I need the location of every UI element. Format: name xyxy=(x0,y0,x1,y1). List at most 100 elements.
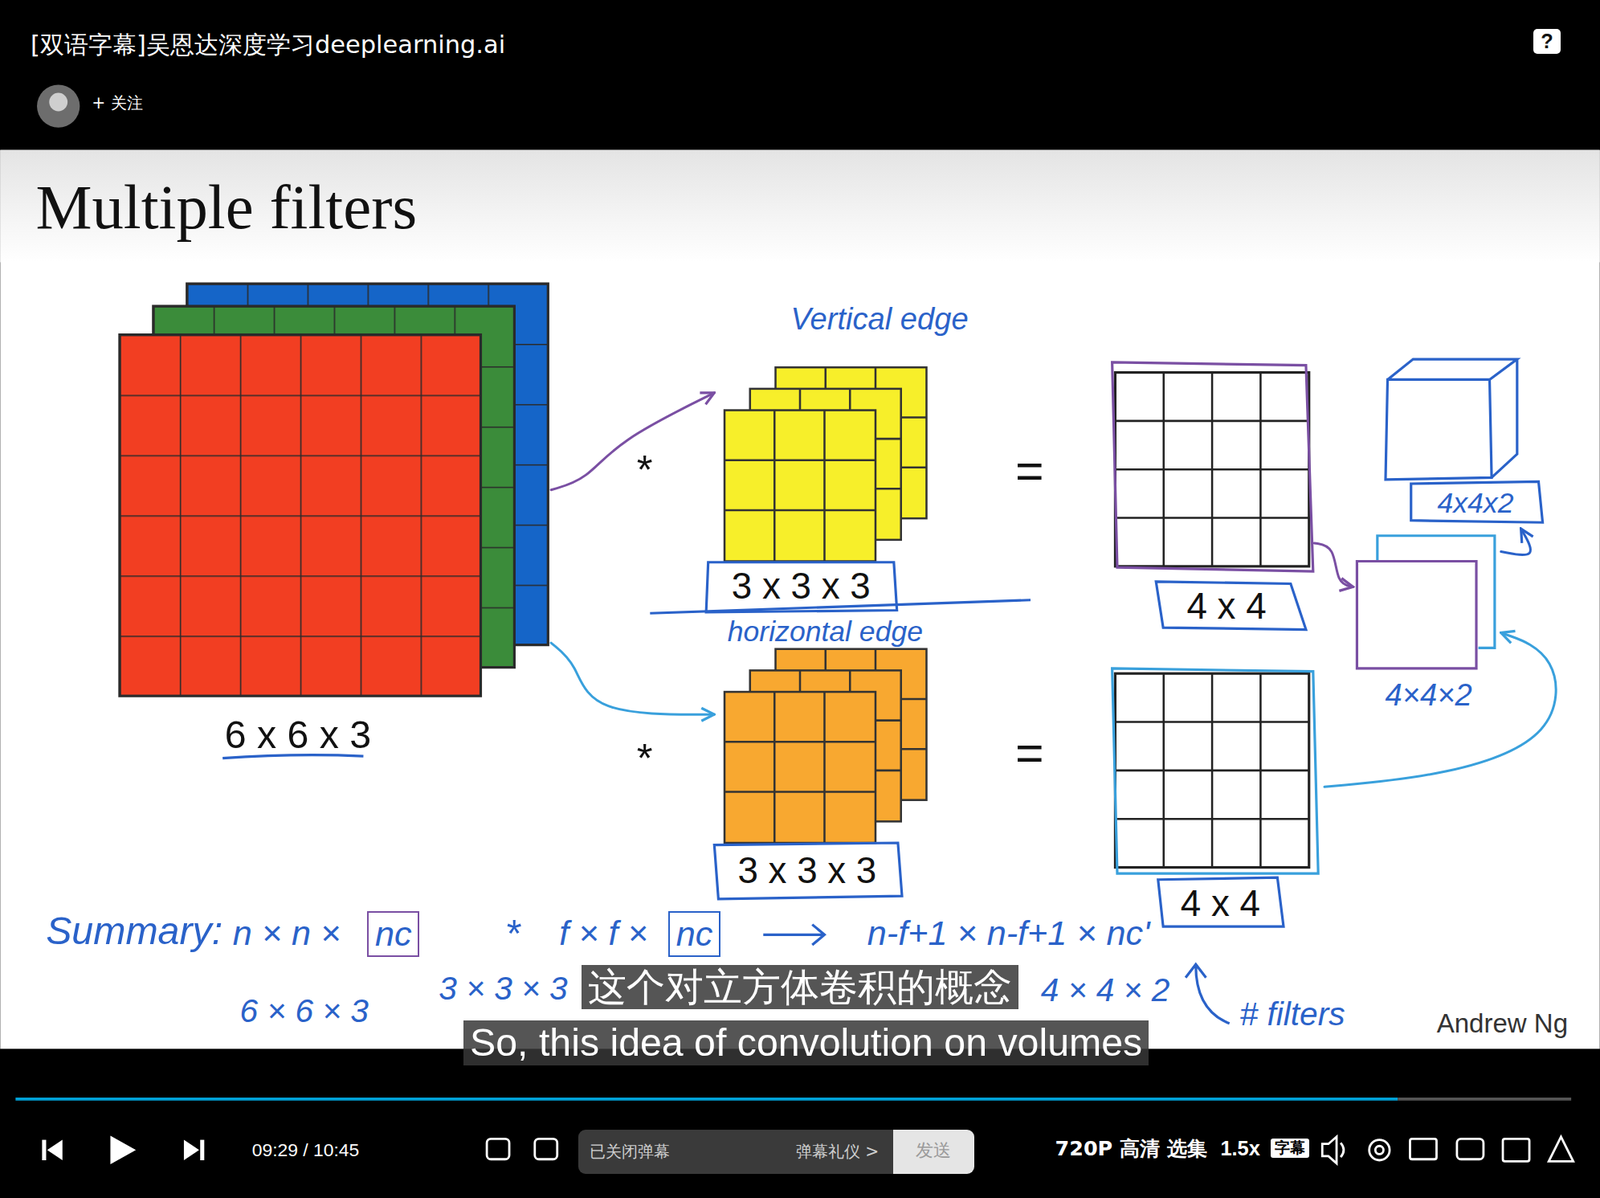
subtitle-text: 这个对立方体卷积的概念 xyxy=(587,964,1013,1010)
dimension-label: 4 x 4 xyxy=(1180,882,1261,926)
hand-outline xyxy=(1112,362,1314,572)
filter-layer xyxy=(724,410,876,562)
handwritten-note: Vertical edge xyxy=(791,302,969,338)
operator-symbol: * xyxy=(636,734,654,782)
output-map: 4 x 4 xyxy=(1110,665,1325,931)
more-icon xyxy=(1548,1136,1573,1161)
handwritten-note: horizontal edge xyxy=(727,615,923,649)
danmaku-input: 已关闭弹幕 弹幕礼仪 > xyxy=(578,1129,893,1174)
danmaku-icon xyxy=(486,1138,510,1159)
etiquette-link: 弹幕礼仪 > xyxy=(795,1142,879,1161)
slide-title-band xyxy=(0,150,1600,263)
example-dims: 3 × 3 × 3 xyxy=(438,969,568,1008)
dimension-label: 4×4×2 xyxy=(1385,677,1473,714)
example-dims: 4 × 4 × 2 xyxy=(1040,971,1170,1009)
formula-part: n-f+1 × n-f+1 × nc' xyxy=(867,913,1151,954)
author-credit: Andrew Ng xyxy=(1436,1008,1568,1039)
quality-button: 720P 高清 xyxy=(1055,1136,1160,1160)
connector-arrow xyxy=(551,392,715,490)
next-icon xyxy=(183,1139,200,1160)
handwritten-note: # filters xyxy=(1240,995,1346,1033)
filter-grid xyxy=(724,691,876,843)
operator-symbol: = xyxy=(1015,442,1045,499)
avatar-face xyxy=(48,93,68,112)
settings-icon xyxy=(1375,1145,1384,1154)
connector-arrow xyxy=(551,642,715,715)
output-grid xyxy=(1114,673,1309,867)
subtitle-text: So, this idea of convolution on volumes xyxy=(469,1020,1143,1066)
slide-ground xyxy=(0,150,1600,1049)
avatar xyxy=(36,84,80,127)
danmaku-setting-icon xyxy=(534,1138,558,1159)
grid-lines xyxy=(1114,673,1309,867)
filter-layer xyxy=(724,691,876,843)
hand-box xyxy=(1155,581,1307,630)
formula-part: n × n × xyxy=(232,913,341,954)
next-icon xyxy=(200,1139,205,1160)
button-text: 发送 xyxy=(915,1140,952,1161)
progress-played xyxy=(15,1097,1398,1101)
settings-icon xyxy=(1369,1139,1390,1160)
badge-text: 字幕 xyxy=(1274,1138,1306,1157)
dimension-label: 6 x 6 x 3 xyxy=(224,712,372,758)
channel-box: nc xyxy=(668,910,721,956)
horizontal-filter: 3 x 3 x 3 xyxy=(714,648,934,898)
summary-heading: Summary: xyxy=(45,908,223,954)
red-channel xyxy=(119,334,482,697)
hand-box xyxy=(706,562,897,613)
dimension-label: 3 x 3 x 3 xyxy=(737,849,877,893)
dimension-label: 3 x 3 x 3 xyxy=(731,565,871,609)
grid-lines xyxy=(1114,372,1309,567)
follow-button: + 关注 xyxy=(91,93,143,113)
front-slice xyxy=(1356,561,1477,669)
top-bar xyxy=(0,0,1600,151)
operator-symbol: * xyxy=(636,446,654,494)
video-title: [双语字幕]吴恩达深度学习deeplearning.ai xyxy=(30,30,506,59)
episodes-button: 选集 xyxy=(1167,1136,1208,1160)
subtitle-box: 这个对立方体卷积的概念 xyxy=(581,964,1018,1010)
subtitle-box: So, this idea of convolution on volumes xyxy=(463,1020,1148,1066)
filters-pointer xyxy=(1185,963,1230,1024)
dimension-label: 4 x 4 xyxy=(1186,585,1266,629)
fullscreen-icon xyxy=(1502,1138,1530,1161)
yellow-filter xyxy=(724,367,927,561)
cube-sketch xyxy=(1385,359,1518,480)
icon-glyph: ? xyxy=(1540,29,1554,54)
widescreen-icon xyxy=(1457,1138,1484,1159)
window-icon xyxy=(1409,1138,1437,1159)
channel-box: nc xyxy=(367,910,420,956)
time-display: 09:29 / 10:45 xyxy=(252,1138,360,1160)
hand-box xyxy=(1411,481,1543,523)
connector-arrow xyxy=(1324,632,1556,788)
stacked-output: 4×4×2 xyxy=(1353,530,1502,720)
progress-rest xyxy=(1397,1097,1572,1101)
connector-arrow xyxy=(1314,542,1353,587)
output-map: 4 x 4 xyxy=(1110,359,1315,633)
input-placeholder: 已关闭弹幕 xyxy=(589,1142,670,1161)
formula-part: f × f × xyxy=(559,913,648,954)
summary-arrow xyxy=(763,924,825,945)
filter-grid xyxy=(724,410,876,562)
dimension-label: 4x4x2 xyxy=(1437,486,1515,520)
prev-icon xyxy=(47,1139,63,1160)
hand-box xyxy=(714,842,903,899)
output-grid xyxy=(1114,372,1309,567)
volume-icon xyxy=(1322,1136,1344,1164)
slide-title: Multiple filters xyxy=(35,171,417,245)
orange-filter xyxy=(724,648,927,843)
subtitle-badge: 字幕 xyxy=(1270,1138,1310,1158)
player-bar xyxy=(0,1048,1600,1198)
operator-symbol: * xyxy=(505,910,521,956)
help-icon: ? xyxy=(1533,28,1560,55)
channel-symbol: nc xyxy=(676,914,714,955)
hand-outline xyxy=(1112,668,1319,874)
example-dims: 6 × 6 × 3 xyxy=(240,991,369,1030)
play-icon xyxy=(110,1135,136,1165)
hand-box xyxy=(1158,877,1284,927)
input-volume: 6 x 6 x 3 xyxy=(117,280,552,760)
channel-symbol: nc xyxy=(375,914,413,955)
player-icons xyxy=(41,1135,205,1165)
send-button: 发送 xyxy=(893,1129,976,1174)
